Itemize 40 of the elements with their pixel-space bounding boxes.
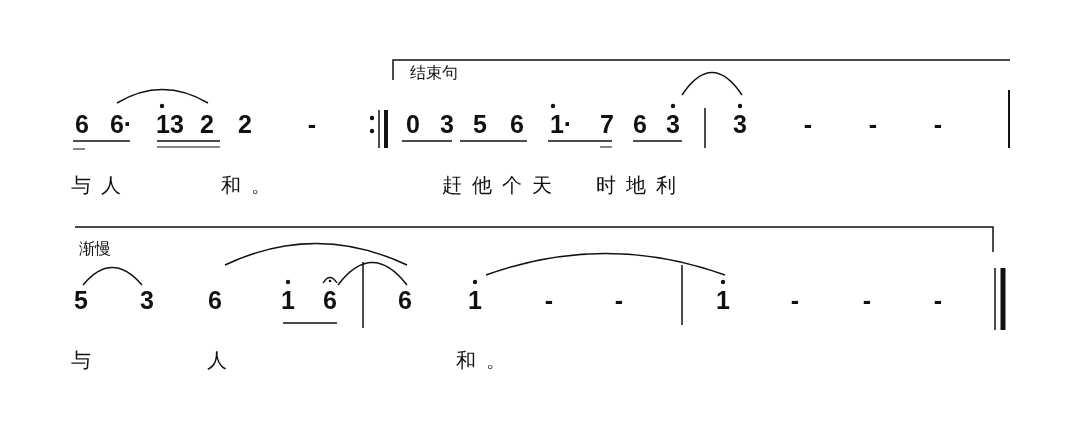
note-number: - [544, 287, 554, 313]
note-number: 6 [510, 111, 524, 137]
note-number: 5 [473, 111, 487, 137]
note-number: 6 [398, 287, 412, 313]
note-number: 6 [323, 287, 337, 313]
note-number: - [614, 287, 624, 313]
note-number: 3 [733, 111, 747, 137]
note-number: 1 [281, 287, 295, 313]
lyric-text: 人 [206, 350, 237, 370]
note-number: 5 [74, 287, 88, 313]
note-number: - [868, 111, 878, 137]
lyric-text: 与 [70, 350, 101, 370]
note-number: - [803, 111, 813, 137]
note-number: 1 [716, 287, 730, 313]
note-number: 3 [440, 111, 454, 137]
note-number: 3 [666, 111, 680, 137]
note-number: 0 [406, 111, 420, 137]
note-number: - [933, 287, 943, 313]
lyric-text: 赶他个天 [441, 175, 562, 195]
note-number: 6· [109, 111, 133, 137]
note-number: - [862, 287, 872, 313]
lyric-text: 时地利 [595, 175, 686, 195]
tempo-marking: 结束句 [410, 65, 458, 81]
note-number: - [307, 111, 317, 137]
note-number: 1· [549, 111, 573, 137]
note-number: 6 [75, 111, 89, 137]
note-number: 2 [200, 111, 214, 137]
tempo-marking: 渐慢 [79, 241, 111, 257]
note-number: 3 [140, 287, 154, 313]
note-number: - [790, 287, 800, 313]
note-number: 13 [156, 111, 184, 137]
note-number: - [933, 111, 943, 137]
lyric-text: 与人 [70, 175, 131, 195]
note-number: 7 [600, 111, 614, 137]
note-number: 6 [208, 287, 222, 313]
lyric-text: 和。 [455, 350, 516, 370]
lyric-text: 和。 [220, 175, 281, 195]
note-number: 6 [633, 111, 647, 137]
note-number: 2 [238, 111, 252, 137]
note-number: 1 [468, 287, 482, 313]
